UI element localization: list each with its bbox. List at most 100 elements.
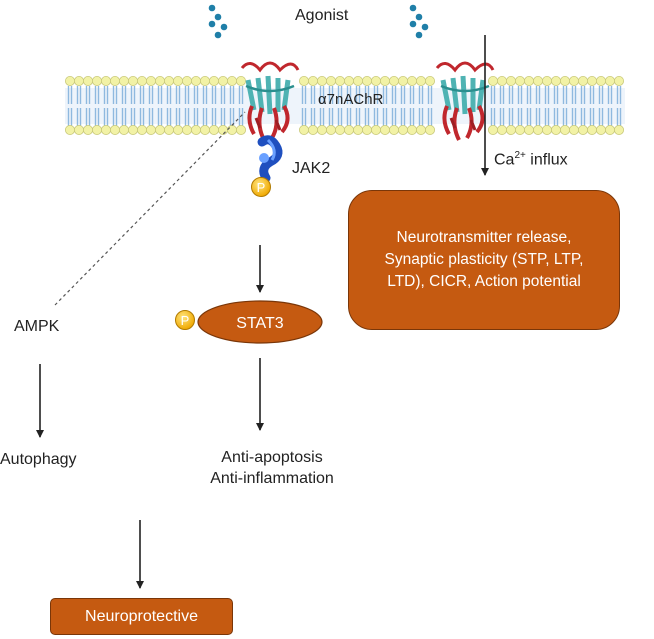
lipid-head: [226, 76, 237, 87]
anti-apoptosis-label: Anti-apoptosis: [221, 449, 323, 466]
lipid-head: [172, 125, 183, 136]
lipid-head: [127, 76, 138, 87]
lipid-head: [406, 76, 417, 87]
lipid-head: [101, 76, 112, 87]
lipid-head: [424, 125, 435, 136]
lipid-head: [307, 76, 318, 87]
lipid-head: [533, 76, 544, 87]
neuroprotective-box: Neuroprotective: [50, 598, 233, 635]
autophagy-label: Autophagy: [0, 451, 77, 468]
lipid-head: [163, 125, 174, 136]
lipid-head: [614, 125, 625, 136]
alpha7-nachr-receptor-left: [240, 61, 300, 141]
cell-membrane: [65, 76, 625, 136]
lipid-head: [361, 76, 372, 87]
lipid-head: [136, 76, 147, 87]
ca-label-suffix: influx: [525, 151, 568, 169]
lipid-head: [560, 125, 571, 136]
lipid-head: [569, 125, 580, 136]
lipid-head: [65, 125, 76, 136]
lipid-head: [361, 125, 372, 136]
effects-line-3: LTD), CICR, Action potential: [387, 273, 581, 290]
lipid-head: [370, 125, 381, 136]
lipid-head: [334, 76, 345, 87]
lipid-head: [127, 125, 138, 136]
lipid-head: [181, 125, 192, 136]
lipid-head: [316, 76, 327, 87]
lipid-head: [587, 125, 598, 136]
lipid-head: [235, 125, 246, 136]
lipid-head: [83, 125, 94, 136]
ampk-receptor-dashed-link: [54, 111, 246, 306]
lipid-head: [352, 125, 363, 136]
lipid-head: [217, 76, 228, 87]
agonist-molecule-right: [409, 4, 429, 39]
lipid-head: [154, 125, 165, 136]
lipid-head: [298, 125, 309, 136]
lipid-head: [74, 76, 85, 87]
phospho-circle-jak2: [251, 177, 271, 197]
lipid-head: [199, 76, 210, 87]
lipid-head: [487, 76, 498, 87]
lipid-head: [578, 76, 589, 87]
lipid-head: [145, 76, 156, 87]
lipid-head: [163, 76, 174, 87]
lipid-head: [524, 76, 535, 87]
lipid-head: [92, 76, 103, 87]
lipid-head: [515, 125, 526, 136]
neuroprotective-label: Neuroprotective: [85, 607, 198, 625]
lipid-head: [74, 125, 85, 136]
lipid-head: [343, 76, 354, 87]
lipid-head: [343, 125, 354, 136]
lipid-head: [614, 76, 625, 87]
lipid-head: [226, 125, 237, 136]
lipid-head: [496, 76, 507, 87]
lipid-head: [505, 125, 516, 136]
lipid-head: [596, 76, 607, 87]
lipid-head: [578, 125, 589, 136]
lipid-head: [524, 125, 535, 136]
effects-line-1: Neurotransmitter release,: [396, 229, 572, 246]
lipid-head: [154, 76, 165, 87]
lipid-head: [110, 76, 121, 87]
lipid-head: [83, 76, 94, 87]
lipid-head: [487, 125, 498, 136]
lipid-head: [596, 125, 607, 136]
stat3-ellipse: [197, 300, 323, 344]
lipid-head: [551, 76, 562, 87]
lipid-head: [605, 125, 616, 136]
lipid-head: [199, 125, 210, 136]
lipid-head: [515, 76, 526, 87]
lipid-head: [307, 125, 318, 136]
lipid-head: [119, 125, 130, 136]
lipid-head: [605, 76, 616, 87]
lipid-head: [569, 76, 580, 87]
lipid-head: [325, 76, 336, 87]
lipid-head: [92, 125, 103, 136]
lipid-head: [587, 76, 598, 87]
lipid-head: [370, 76, 381, 87]
anti-inflammation-label: Anti-inflammation: [210, 470, 334, 487]
lipid-head: [533, 125, 544, 136]
lipid-head: [379, 76, 390, 87]
ca-label-base: Ca: [494, 151, 515, 169]
lipid-head: [379, 125, 390, 136]
lipid-head: [406, 125, 417, 136]
lipid-head: [325, 125, 336, 136]
lipid-head: [542, 125, 553, 136]
ca-influx-label: Ca2+ influx: [494, 150, 568, 169]
lipid-head: [145, 125, 156, 136]
lipid-head: [110, 125, 121, 136]
lipid-head: [415, 76, 426, 87]
lipid-head: [505, 76, 516, 87]
lipid-head: [551, 125, 562, 136]
lipid-head: [172, 76, 183, 87]
lipid-head: [560, 76, 571, 87]
agonist-molecule-left: [208, 4, 228, 39]
lipid-head: [415, 125, 426, 136]
calcium-effects-box: Neurotransmitter release, Synaptic plast…: [348, 190, 620, 330]
ca-label-superscript: 2+: [514, 150, 526, 161]
lipid-head: [388, 125, 399, 136]
lipid-head: [208, 76, 219, 87]
